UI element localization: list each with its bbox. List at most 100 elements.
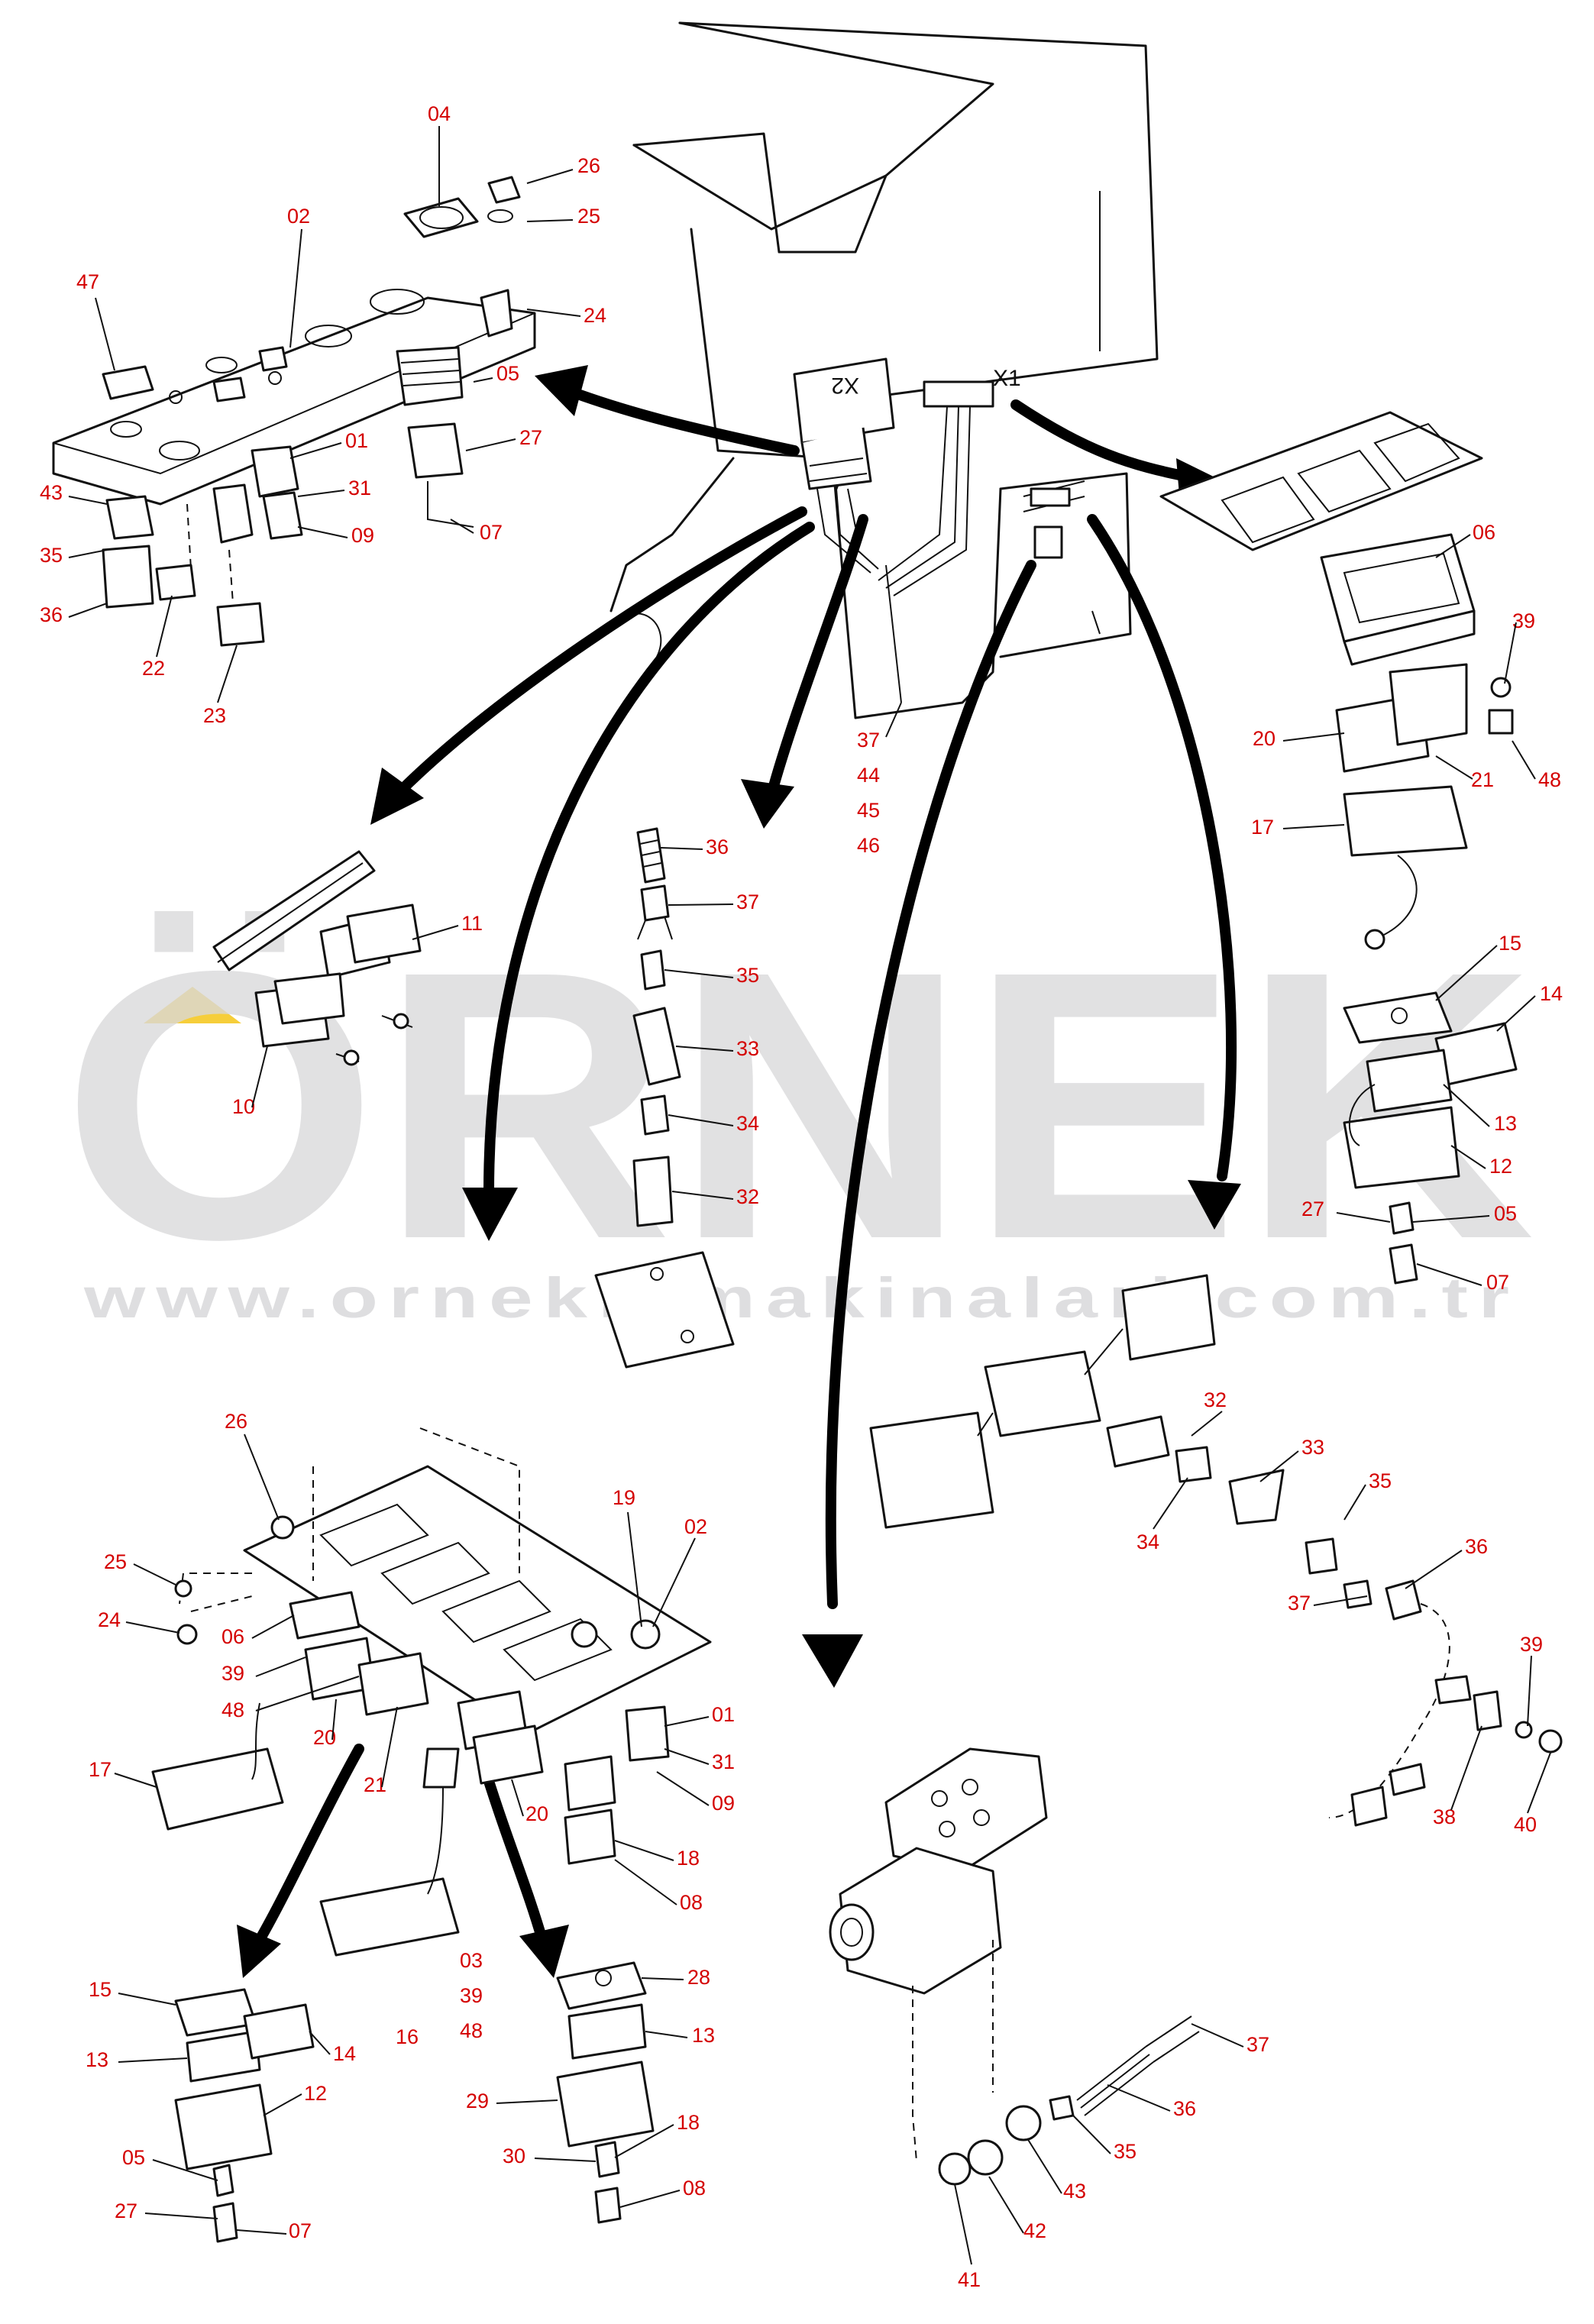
arrow-to-bottom-left-connector: [254, 1744, 364, 1945]
part-label: 31: [348, 477, 371, 499]
part-label: 34: [736, 1112, 759, 1135]
part-label: 27: [1301, 1198, 1324, 1220]
pressure-switch-stack: [594, 827, 735, 1369]
arrow-to-top-left-plate: [560, 384, 800, 456]
arrowhead: [462, 1188, 518, 1241]
part-label: 28: [687, 1966, 710, 1989]
part-label: 26: [577, 154, 600, 177]
part-label: 37: [1246, 2033, 1269, 2056]
part-label: 08: [683, 2177, 706, 2200]
part-label: 46: [857, 834, 880, 857]
cable-harness: [816, 488, 902, 703]
part-label: 23: [203, 704, 226, 727]
part-label: 39: [1520, 1633, 1543, 1656]
part-label: 36: [706, 836, 729, 858]
watermark-url: www.ornekismakinalari.com.tr: [83, 1266, 1520, 1330]
part-label: 24: [584, 304, 606, 327]
part-label: 21: [1471, 768, 1494, 791]
part-label: 20: [525, 1802, 548, 1825]
part-label: 43: [40, 481, 63, 504]
watermark: ÖRNEK www.ornekismakinalari.com.tr: [61, 891, 1535, 1330]
part-label: 07: [480, 521, 503, 544]
part-label: 05: [1494, 1202, 1517, 1225]
part-label: 02: [684, 1515, 707, 1538]
part-label: 07: [1486, 1271, 1509, 1294]
part-label: 17: [89, 1758, 112, 1781]
arrowhead: [741, 779, 794, 829]
part-label: 37: [1288, 1592, 1311, 1615]
part-label: 13: [692, 2024, 715, 2047]
part-label: 35: [1114, 2140, 1136, 2163]
right-housing-assembly: [1159, 411, 1518, 1285]
part-label: 29: [466, 2090, 489, 2112]
part-label: 35: [40, 544, 63, 567]
arrowhead: [802, 1634, 863, 1688]
part-label: 36: [40, 603, 63, 626]
part-label: 44: [857, 764, 880, 787]
part-label: 03: [460, 1949, 483, 1972]
part-label: 42: [1023, 2219, 1046, 2242]
arrowhead: [237, 1925, 281, 1978]
part-label: 27: [115, 2200, 137, 2222]
part-label: 25: [104, 1550, 127, 1573]
part-label: 15: [89, 1978, 112, 2001]
part-label: 36: [1173, 2097, 1196, 2120]
arrowhead: [1188, 1180, 1241, 1230]
watermark-accent-triangle: [144, 987, 241, 1023]
arrow-to-right-housing: [1010, 399, 1197, 483]
part-label: 17: [1251, 816, 1274, 839]
part-label: 30: [503, 2145, 525, 2167]
part-label: 40: [1514, 1813, 1537, 1836]
arrowhead: [370, 768, 424, 825]
connector-x2: X2: [793, 357, 895, 490]
part-label: 20: [1253, 727, 1276, 750]
arrow-to-right-socket: [1087, 514, 1237, 1181]
part-label: 13: [1494, 1112, 1517, 1135]
arrow-to-pressure-switch: [766, 514, 868, 800]
part-label: 15: [1499, 932, 1521, 955]
arrow-to-bottom-mid-connector: [476, 1751, 548, 1945]
part-label: 05: [122, 2146, 145, 2169]
part-label: 48: [460, 2019, 483, 2042]
part-label: 05: [496, 362, 519, 385]
part-label: 26: [225, 1410, 247, 1433]
bottom-plate-assembly: [151, 1427, 712, 1957]
bottom-mid-connector: [556, 1961, 655, 2224]
connector-x1: X1: [878, 366, 1085, 596]
part-label: 19: [613, 1486, 635, 1509]
part-label: 35: [1369, 1469, 1392, 1492]
part-label: 12: [304, 2082, 327, 2105]
leader-lines: [68, 126, 1551, 2265]
part-label: 24: [98, 1608, 121, 1631]
part-label: 08: [680, 1891, 703, 1914]
arrow-to-rail-connectors: [392, 506, 807, 800]
part-label: 10: [232, 1095, 255, 1118]
valve-block-group: [869, 1274, 1563, 1827]
part-label: 02: [287, 205, 310, 228]
part-label: 35: [736, 964, 759, 987]
part-label: 22: [142, 657, 165, 680]
connector-x1-label: X1: [993, 366, 1021, 391]
part-label: 33: [1301, 1436, 1324, 1459]
part-label: 16: [396, 2025, 419, 2048]
part-label: 11: [461, 912, 483, 935]
part-labels: 04 26 25 02 47 24 05 27 01 31 09 07 43 3…: [40, 102, 1563, 2291]
connector-x2-label: X2: [831, 373, 859, 398]
arrow-to-valve: [825, 560, 1036, 1609]
arrowhead: [519, 1925, 569, 1978]
part-label: 37: [857, 729, 880, 752]
part-label: 31: [712, 1750, 735, 1773]
part-label: 27: [519, 426, 542, 449]
part-label: 07: [289, 2219, 312, 2242]
part-label: 18: [677, 1847, 700, 1870]
part-label: 01: [345, 429, 368, 452]
solenoid-valve: [829, 1747, 1200, 2186]
part-label: 39: [460, 1984, 483, 2007]
part-label: 14: [1540, 982, 1563, 1005]
part-label: 12: [1489, 1155, 1512, 1178]
part-label: 18: [677, 2111, 700, 2134]
part-label: 25: [577, 205, 600, 228]
part-label: 41: [958, 2268, 981, 2291]
part-label: 14: [333, 2042, 356, 2065]
